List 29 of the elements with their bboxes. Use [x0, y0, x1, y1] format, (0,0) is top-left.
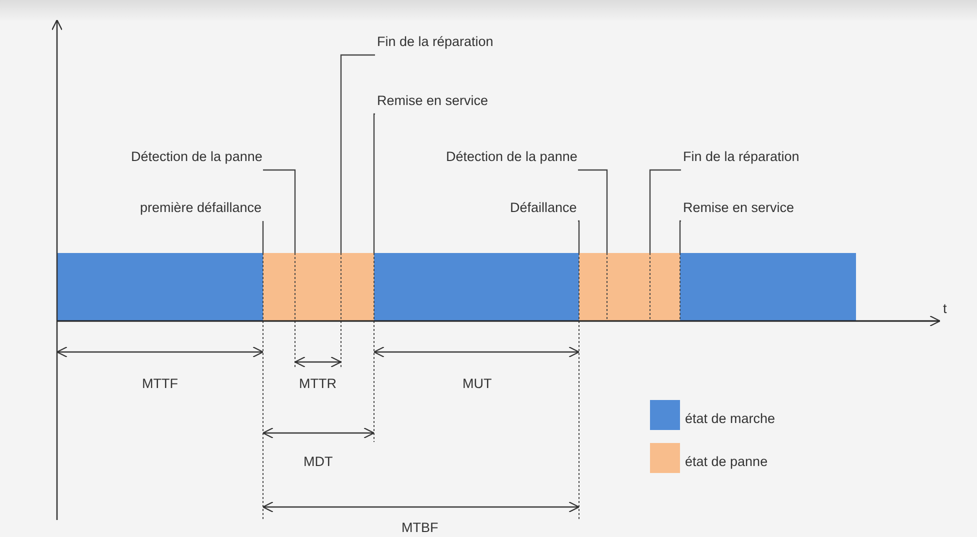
leader-line — [649, 169, 681, 253]
event-label: Fin de la réparation — [683, 149, 800, 165]
event-label: Fin de la réparation — [377, 34, 494, 50]
event-label: première défaillance — [140, 200, 262, 216]
event-label: Défaillance — [510, 200, 577, 216]
leader-line — [578, 169, 608, 253]
event-label: Remise en service — [377, 93, 488, 109]
legend-label: état de marche — [685, 411, 776, 427]
leader-line — [340, 54, 375, 253]
running-state-bar — [680, 253, 856, 321]
event-label: Remise en service — [683, 200, 794, 216]
axis-label: t — [943, 301, 947, 317]
leader-line — [679, 220, 682, 253]
leader-line — [263, 169, 296, 253]
leader-line — [578, 220, 580, 253]
leader-line — [373, 113, 376, 253]
running-state-bar — [57, 253, 263, 321]
interval-label: MTTR — [299, 376, 336, 392]
leader-line — [262, 220, 264, 253]
interval-label: MTBF — [402, 520, 438, 536]
failure-state-bar — [263, 253, 374, 321]
event-label: Détection de la panne — [131, 149, 262, 165]
interval-label: MTTF — [142, 376, 178, 392]
interval-label: MDT — [304, 454, 333, 470]
failure-state-bar — [579, 253, 680, 321]
event-label: Détection de la panne — [446, 149, 578, 165]
legend-label: état de panne — [685, 454, 768, 470]
interval-label: MUT — [462, 376, 492, 392]
running-state-bar — [374, 253, 579, 321]
